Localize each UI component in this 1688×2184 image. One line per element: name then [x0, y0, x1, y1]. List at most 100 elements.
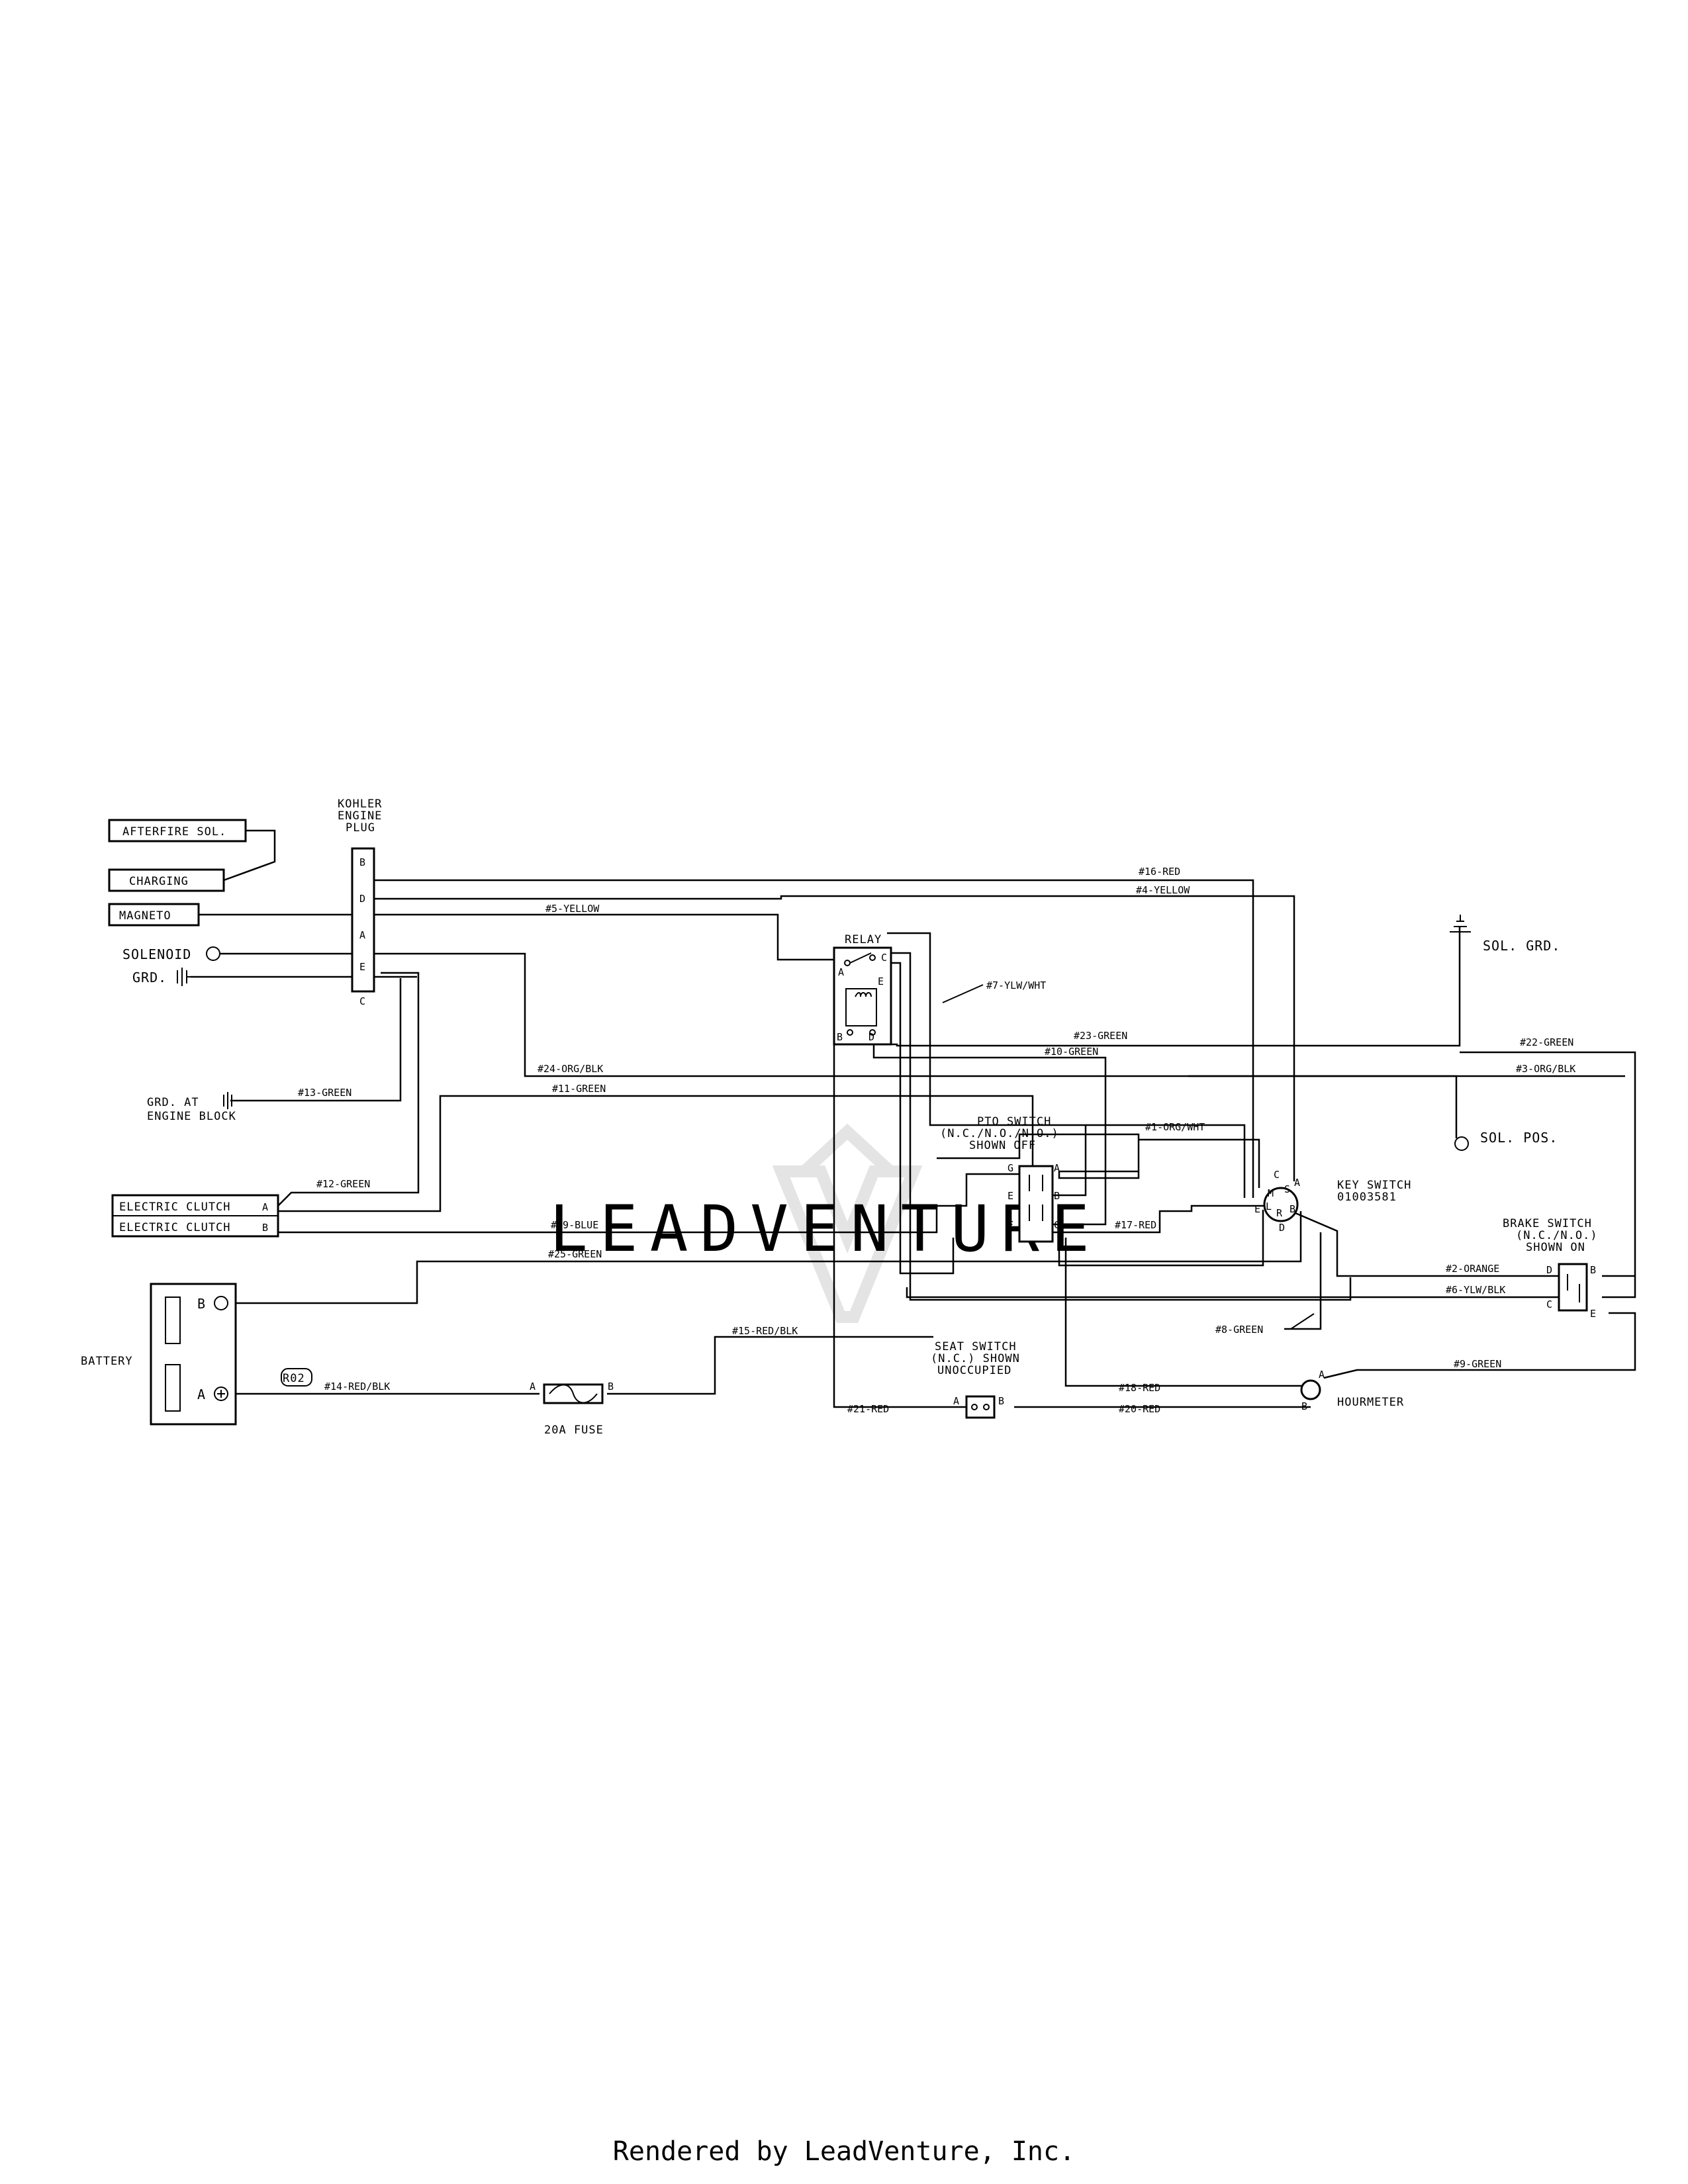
- wire-label-1: #1-ORG/WHT: [1145, 1121, 1205, 1133]
- relay-coil-icon: [845, 988, 877, 1026]
- key-switch-body: [1263, 1187, 1299, 1222]
- relay-pin-a: A: [838, 966, 844, 978]
- kohler-label-2: ENGINE: [338, 809, 382, 823]
- wire-label-12: #12-GREEN: [316, 1178, 370, 1190]
- wire-label-15: #15-RED/BLK: [732, 1325, 798, 1337]
- battery-body: [150, 1283, 237, 1426]
- seat-pin-a: A: [953, 1395, 959, 1407]
- afterfire-sol: AFTERFIRE SOL.: [108, 819, 247, 842]
- plug-pin-d: D: [359, 893, 365, 905]
- seat-switch-body: [965, 1395, 996, 1419]
- wire-label-16: #16-RED: [1139, 866, 1180, 878]
- pto-label-2: (N.C./N.O./N.O.): [940, 1127, 1059, 1140]
- relay-pin-e: E: [878, 976, 884, 987]
- clutch-label-b: ELECTRIC CLUTCH: [119, 1221, 231, 1234]
- electric-clutch: ELECTRIC CLUTCH ELECTRIC CLUTCH A B: [111, 1194, 279, 1238]
- pto-pin-f: F: [1008, 1219, 1013, 1231]
- relay-body: [833, 946, 892, 1046]
- wire-labels: #16-RED #4-YELLOW #5-YELLOW #7-YLW/WHT #…: [298, 866, 1575, 1415]
- battery-negative-icon: [214, 1296, 228, 1310]
- watermark-text: LEADVENTURE: [549, 1192, 1102, 1266]
- sol-grd: SOL. GRD.: [1450, 915, 1560, 954]
- battery: BATTERY B A: [81, 1283, 237, 1426]
- plug-pin-b: B: [359, 856, 365, 868]
- charging-label: CHARGING: [129, 875, 189, 888]
- hourmeter-body: [1300, 1379, 1321, 1400]
- magneto: MAGNETO: [108, 903, 200, 927]
- relay-contact-icon: [849, 952, 872, 964]
- wire-label-2: #2-ORANGE: [1446, 1263, 1499, 1275]
- solenoid: SOLENOID: [122, 946, 220, 962]
- wire-label-10: #10-GREEN: [1045, 1046, 1098, 1058]
- plug-pin-c: C: [359, 995, 365, 1007]
- key-pin-c: C: [1274, 1169, 1280, 1181]
- wire-label-8: #8-GREEN: [1215, 1324, 1263, 1336]
- key-pin-r: R: [1276, 1207, 1283, 1219]
- wire-label-24: #24-ORG/BLK: [538, 1063, 603, 1075]
- brake-switch: BRAKE SWITCH (N.C./N.O.) SHOWN ON D B C …: [1503, 1217, 1597, 1320]
- brake-label-3: SHOWN ON: [1526, 1241, 1585, 1254]
- pto-switch-body: [1018, 1165, 1054, 1243]
- seat-label-3: UNOCCUPIED: [937, 1364, 1011, 1377]
- seat-label-2: (N.C.) SHOWN: [931, 1352, 1020, 1365]
- wire-label-25: #25-GREEN: [548, 1248, 602, 1260]
- wire-label-7: #7-YLW/WHT: [986, 979, 1046, 991]
- key-pin-d: D: [1279, 1222, 1285, 1234]
- pto-pin-e: E: [1008, 1190, 1013, 1202]
- sol-pos-label: SOL. POS.: [1480, 1130, 1558, 1146]
- kohler-label-3: PLUG: [346, 821, 375, 835]
- pto-pin-b: B: [1054, 1190, 1060, 1202]
- kohler-engine-plug: KOHLER ENGINE PLUG B D A E C: [338, 797, 382, 1007]
- hourmeter-label: HOURMETER: [1337, 1396, 1404, 1409]
- sol-pos-terminal-icon: [1454, 1136, 1469, 1151]
- brake-switch-body: [1558, 1263, 1588, 1312]
- hour-pin-a: A: [1319, 1369, 1325, 1381]
- wire-label-22: #22-GREEN: [1520, 1036, 1573, 1048]
- relay-pin-d: D: [868, 1031, 874, 1043]
- wire-8-pointer-icon: [1290, 1313, 1315, 1330]
- seat-switch: SEAT SWITCH (N.C.) SHOWN UNOCCUPIED A B: [931, 1340, 1020, 1419]
- pto-contacts-icon: [1029, 1175, 1043, 1221]
- clutch-pin-a: A: [262, 1201, 268, 1213]
- key-pin-e: E: [1254, 1203, 1260, 1215]
- charging: CHARGING: [108, 868, 225, 892]
- relay-pin-c: C: [881, 952, 887, 964]
- relay-pin-b: B: [837, 1031, 843, 1043]
- magneto-label: MAGNETO: [119, 909, 171, 923]
- wire-label-19: #19-BLUE: [551, 1219, 598, 1231]
- sol-grd-label: SOL. GRD.: [1483, 938, 1560, 954]
- wire-7-pointer-icon: [942, 984, 984, 1003]
- ground-icon: [177, 968, 192, 986]
- pto-pin-c: C: [1054, 1219, 1060, 1231]
- brake-pin-b: B: [1590, 1264, 1596, 1276]
- sol-pos: SOL. POS.: [1454, 1130, 1558, 1151]
- hour-pin-b: B: [1301, 1400, 1307, 1412]
- wire-label-6: #6-YLW/BLK: [1446, 1284, 1505, 1296]
- fuse: A B 20A FUSE: [530, 1381, 614, 1437]
- key-label-1: KEY SWITCH: [1337, 1179, 1411, 1192]
- wire-label-3: #3-ORG/BLK: [1516, 1063, 1575, 1075]
- kohler-plug-body: [351, 847, 375, 993]
- fuse-pin-b: B: [608, 1381, 614, 1392]
- clutch-label-a: ELECTRIC CLUTCH: [119, 1201, 231, 1214]
- relay: RELAY A C E B D: [833, 933, 892, 1046]
- key-pin-b: B: [1289, 1203, 1295, 1215]
- footer-credit: Rendered by LeadVenture, Inc.: [612, 2136, 1076, 2167]
- seat-label-1: SEAT SWITCH: [935, 1340, 1017, 1353]
- pto-switch: PTO SWITCH (N.C./N.O./N.O.) SHOWN OFF G …: [940, 1115, 1060, 1243]
- plug-pin-a: A: [359, 929, 365, 941]
- wire-label-20: #20-RED: [1119, 1403, 1160, 1415]
- brake-pin-c: C: [1546, 1298, 1552, 1310]
- r02-label: R02: [283, 1372, 305, 1385]
- brake-pin-d: D: [1546, 1264, 1552, 1276]
- wires: [191, 829, 1636, 1408]
- grd-engine-block-label-2: ENGINE BLOCK: [147, 1110, 236, 1123]
- key-pin-m: M: [1268, 1187, 1274, 1199]
- key-label-2: 01003581: [1337, 1191, 1397, 1204]
- solenoid-label: SOLENOID: [122, 946, 191, 962]
- key-pin-s: S: [1284, 1183, 1290, 1195]
- wire-label-4: #4-YELLOW: [1136, 884, 1190, 896]
- wire-label-23: #23-GREEN: [1074, 1030, 1127, 1042]
- r02: R02: [281, 1368, 312, 1387]
